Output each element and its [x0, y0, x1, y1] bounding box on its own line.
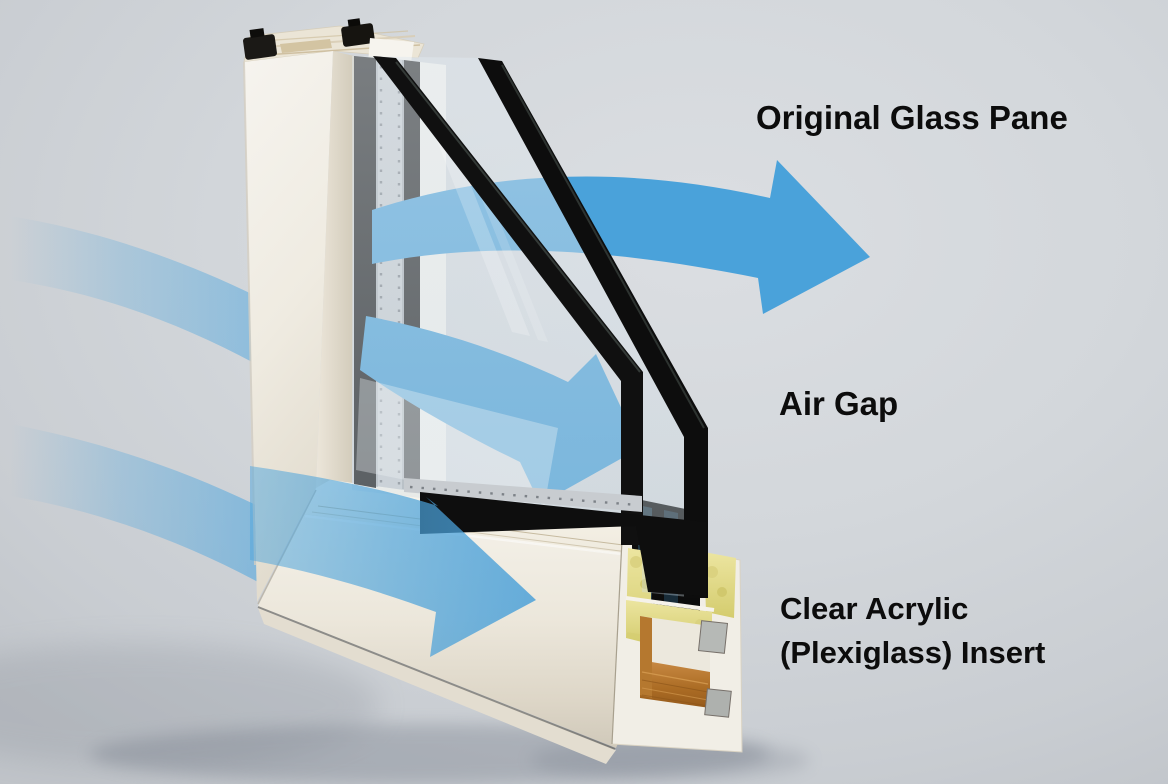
jamb-reveal-face: [316, 51, 354, 488]
clamp-left: [243, 34, 277, 60]
label-acrylic-insert: Clear Acrylic (Plexiglass) Insert: [780, 591, 1046, 670]
bottom-spacer-bar: [404, 478, 642, 512]
label-original-glass-pane: Original Glass Pane: [756, 99, 1068, 136]
wood-liner: [640, 660, 710, 708]
glass-streak: [428, 118, 530, 336]
glass-sheen: [356, 378, 558, 508]
clamp-right: [341, 23, 375, 47]
along-bottom-frame-arrow: [250, 466, 536, 657]
bottom-pane-seal: [420, 492, 706, 596]
metal-clip: [697, 620, 729, 654]
incoming-upper-band-arrow: [10, 216, 256, 364]
sill-bottom-lip: [258, 608, 616, 764]
label-air-gap: Air Gap: [779, 385, 899, 422]
frame-vertical-jamb: [243, 51, 354, 602]
glass-edge-glow: [395, 61, 641, 373]
incoming-lower-band-arrow: [10, 424, 258, 582]
